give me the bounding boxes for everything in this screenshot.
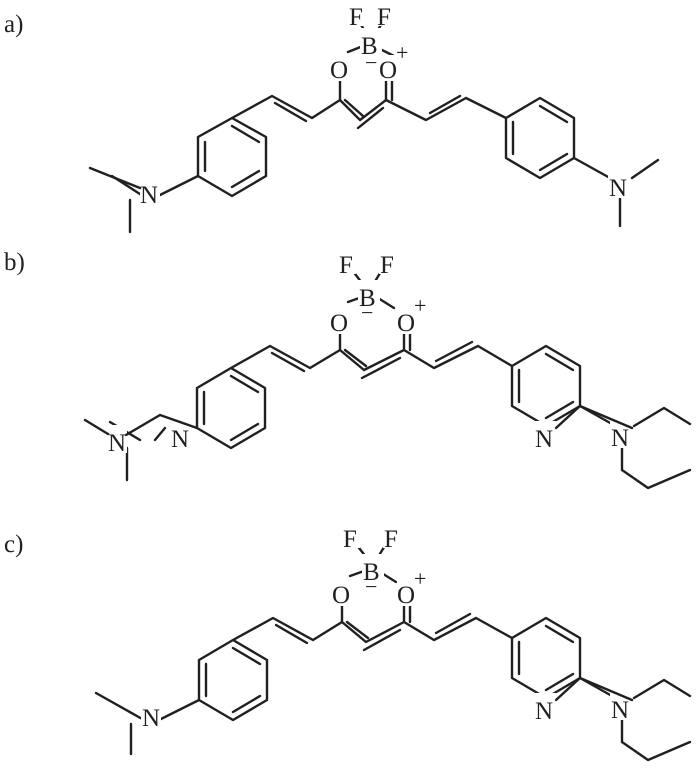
panel-label-c: c) <box>4 531 23 558</box>
structure-b: F F B − O O + N N N N b) <box>4 249 692 490</box>
negative-charge-label: − <box>365 50 377 75</box>
fluorine-atom-label: F <box>349 4 363 31</box>
positive-charge-label: + <box>414 566 426 591</box>
nitrogen-atom-label: N <box>140 182 158 209</box>
nitrogen-atom-label: N <box>142 705 160 732</box>
boron-atom-label: B <box>359 285 376 312</box>
structure-a: F F B − O O + N N a) <box>4 4 660 234</box>
nitrogen-atom-label: N <box>609 175 627 202</box>
boron-atom-label: B <box>361 33 378 60</box>
ring-nitrogen-label: N <box>171 426 189 453</box>
structure-b-bonds <box>108 268 692 490</box>
oxygen-atom-label: O <box>397 582 415 609</box>
fluorine-atom-label: F <box>339 252 353 279</box>
fluorine-atom-label: F <box>384 526 398 553</box>
negative-charge-label: − <box>365 574 377 599</box>
fluorine-atom-label: F <box>343 526 357 553</box>
oxygen-atom-label: O <box>397 310 415 337</box>
oxygen-atom-label: O <box>330 310 348 337</box>
panel-label-a: a) <box>4 11 23 38</box>
fluorine-atom-label: F <box>380 252 394 279</box>
negative-charge-label: − <box>361 300 373 325</box>
structure-a-bonds <box>110 18 660 234</box>
amine-nitrogen-label: N <box>611 697 629 724</box>
amine-nitrogen-label: N <box>611 425 629 452</box>
oxygen-atom-label: O <box>330 57 348 84</box>
ring-nitrogen-label: N <box>535 426 553 453</box>
amine-nitrogen-label: N <box>108 430 126 457</box>
positive-charge-label: + <box>396 40 408 65</box>
oxygen-atom-label: O <box>332 582 350 609</box>
structure-c-bonds <box>94 542 692 762</box>
positive-charge-label: + <box>414 293 426 318</box>
structure-c: F F B − O O + N N N c) <box>4 526 692 762</box>
panel-label-b: b) <box>4 249 25 276</box>
ring-nitrogen-label: N <box>535 698 553 725</box>
boron-atom-label: B <box>363 559 380 586</box>
fluorine-atom-label: F <box>377 4 391 31</box>
oxygen-atom-label: O <box>379 57 397 84</box>
